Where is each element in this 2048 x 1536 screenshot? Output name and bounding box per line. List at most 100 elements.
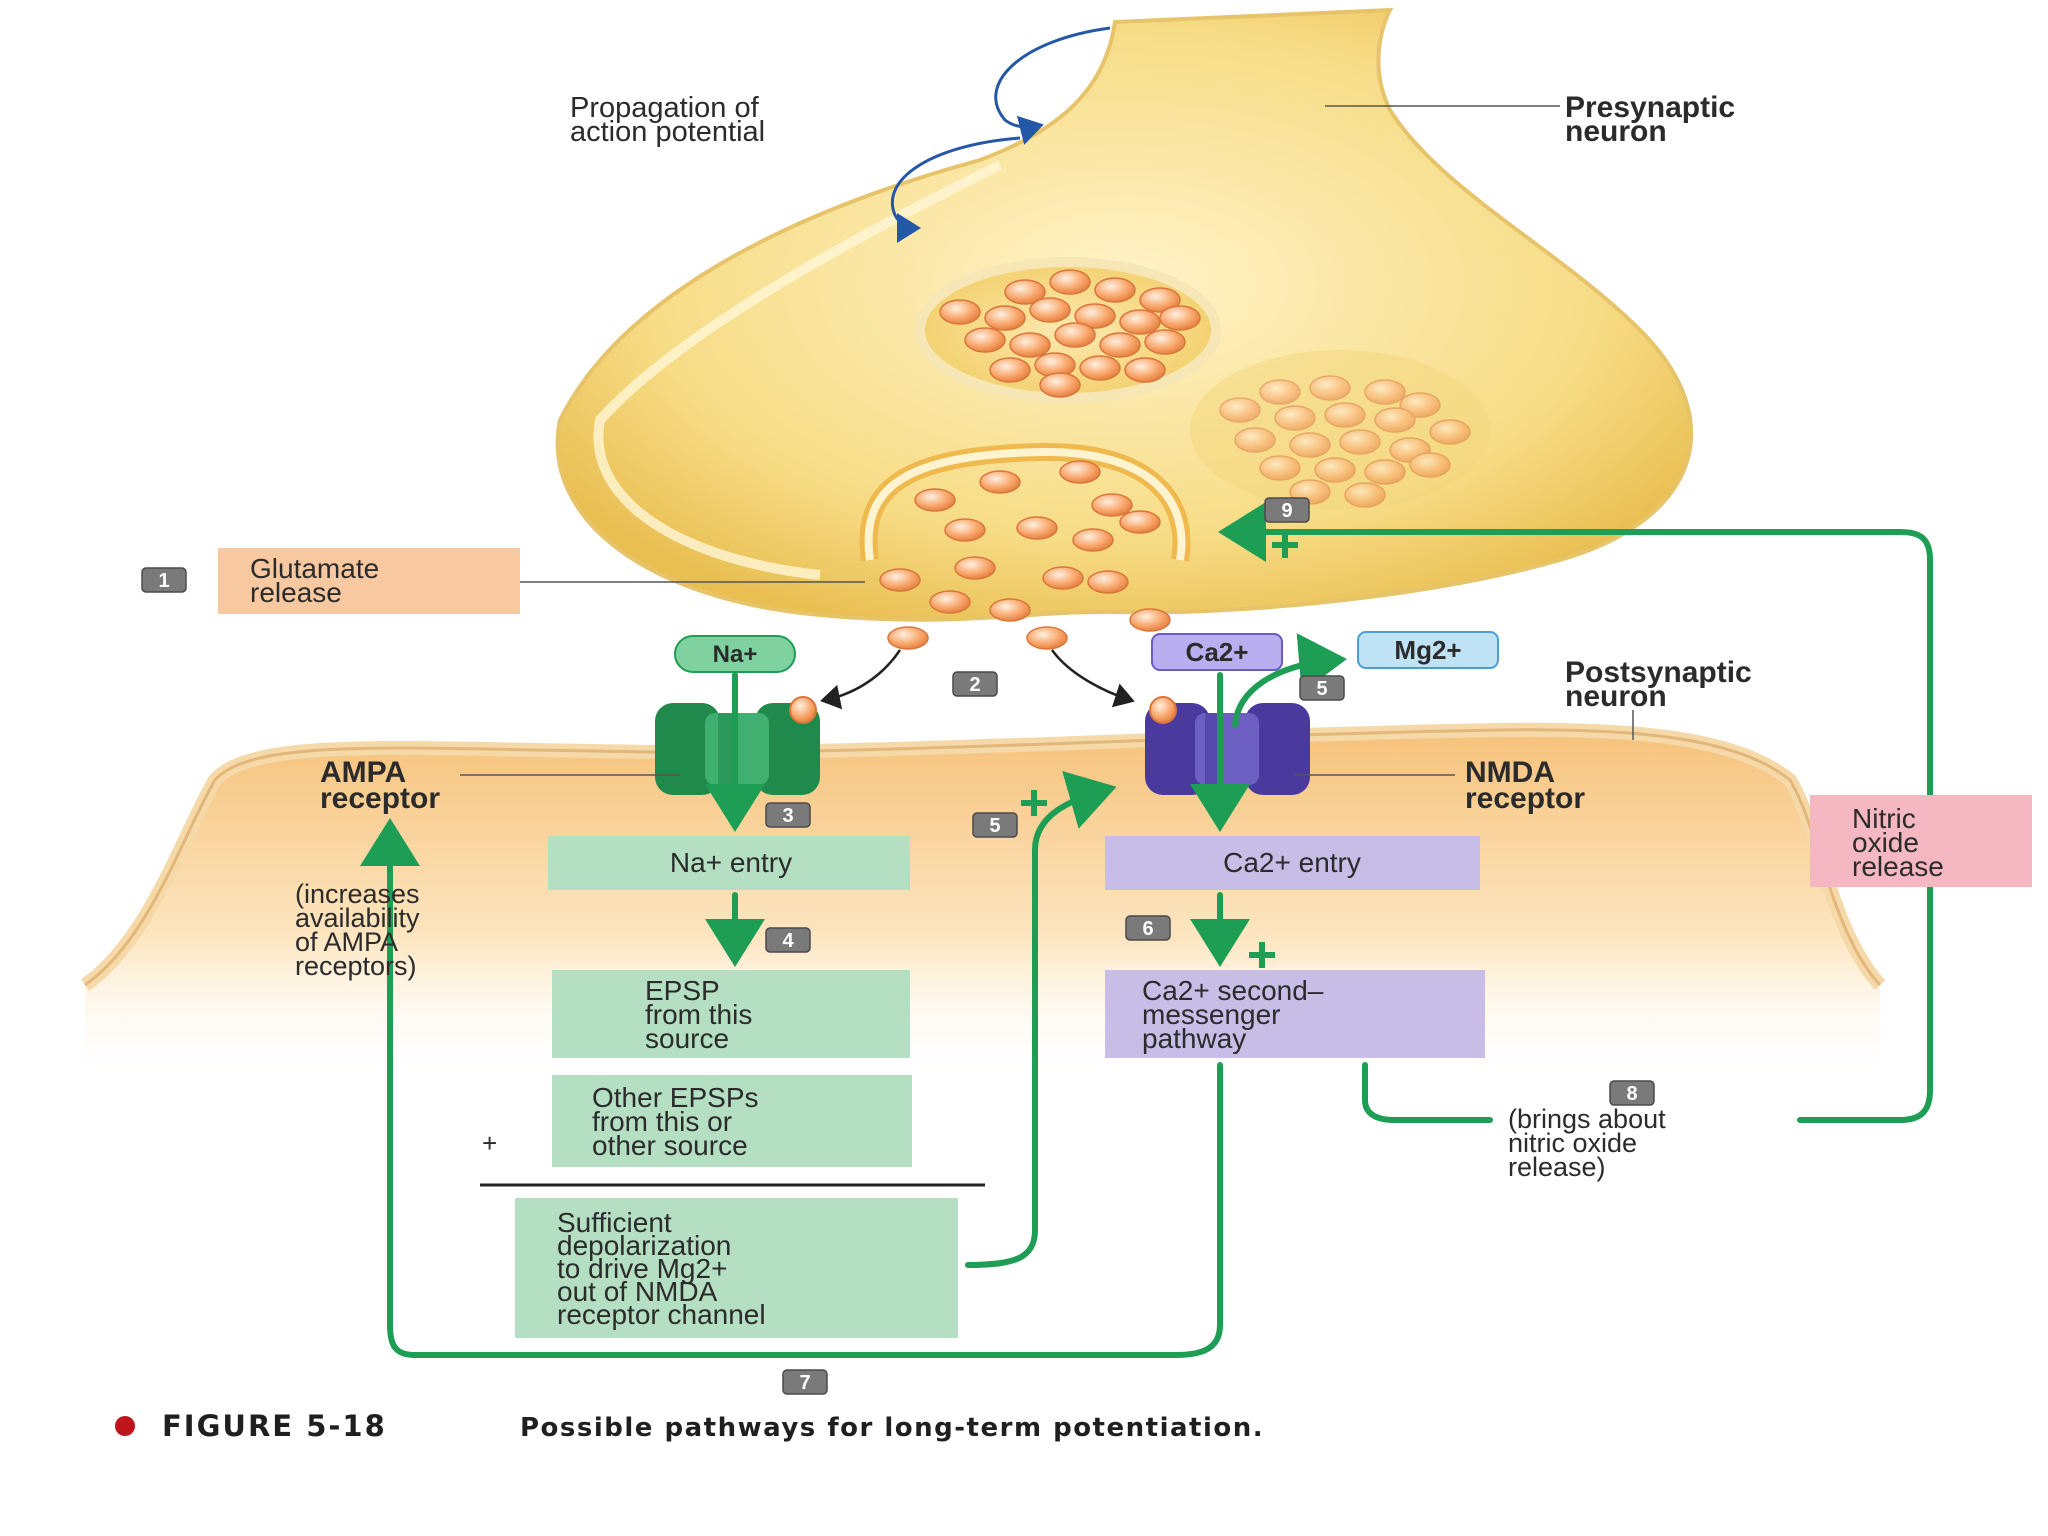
- vesicle: [1042, 566, 1084, 590]
- vesicle: [1039, 372, 1081, 398]
- na-entry-text: Na+ entry: [670, 847, 792, 878]
- vesicle: [964, 327, 1006, 353]
- other-epsps-box: [552, 1075, 912, 1167]
- svg-text:Na+: Na+: [713, 641, 758, 668]
- depolarization-box: [515, 1198, 958, 1338]
- vesicle: [1004, 279, 1046, 305]
- vesicle: [1429, 419, 1471, 445]
- vesicle: [944, 518, 986, 542]
- vesicle: [1074, 303, 1116, 329]
- glutamate-release-box: [218, 548, 520, 614]
- ampa-receptor: [655, 703, 820, 795]
- nitric-oxide-box: [1810, 795, 2032, 887]
- vesicle: [939, 299, 981, 325]
- ca-second-messenger-box: [1105, 970, 1485, 1058]
- vesicle: [1234, 427, 1276, 453]
- glutamate-bound-ampa: [789, 696, 817, 724]
- step-badge-label: 5: [1316, 678, 1327, 700]
- vesicle: [879, 568, 921, 592]
- glutamate-to-ampa-arrow: [820, 649, 902, 710]
- vesicle: [1091, 493, 1133, 517]
- vesicle: [1409, 452, 1451, 478]
- vesicle: [1364, 459, 1406, 485]
- step-badge-label: 8: [1626, 1083, 1637, 1105]
- vesicle: [1259, 379, 1301, 405]
- step-badge-label: 1: [158, 570, 169, 592]
- caption-bullet: [115, 1416, 135, 1436]
- step-badge-9: 9: [1264, 497, 1310, 523]
- vesicle: [1009, 332, 1051, 358]
- vesicle: [1364, 379, 1406, 405]
- nmda-receptor: [1145, 703, 1310, 795]
- ampa-availability-arrow: [360, 818, 1223, 1358]
- plus-marker-6: [1249, 942, 1275, 968]
- vesicle: [1159, 305, 1201, 331]
- vesicle: [1054, 322, 1096, 348]
- vesicle: [1374, 407, 1416, 433]
- vesicle: [954, 556, 996, 580]
- vesicle: [1399, 392, 1441, 418]
- sum-plus-sign: +: [482, 1128, 497, 1158]
- step-badge-8: 8: [1609, 1080, 1655, 1106]
- mg-exit-arrow: [1232, 633, 1347, 728]
- vesicle: [887, 626, 929, 650]
- vesicle: [1144, 329, 1186, 355]
- ca-entry-text: Ca2+ entry: [1223, 847, 1361, 878]
- figure-caption: Possible pathways for long-term potentia…: [520, 1413, 1264, 1443]
- vesicle: [1344, 482, 1386, 508]
- step-badge-6: 6: [1125, 915, 1171, 941]
- vesicle: [1324, 402, 1366, 428]
- vesicle: [1119, 510, 1161, 534]
- propagation-arrow-lower: [890, 136, 1021, 243]
- plus-marker-5: [1021, 790, 1047, 816]
- vesicle-cluster: [915, 257, 1221, 403]
- vesicle: [1339, 429, 1381, 455]
- svg-text:Ca2+: Ca2+: [1186, 637, 1249, 667]
- vesicle: [1026, 626, 1068, 650]
- vesicle: [1079, 355, 1121, 381]
- vesicle: [1309, 375, 1351, 401]
- step-badge-1: 1: [141, 567, 187, 593]
- vesicle: [1314, 457, 1356, 483]
- vesicle: [929, 590, 971, 614]
- na-ion: Na+: [674, 635, 796, 673]
- glutamate-bound-nmda: [1149, 696, 1177, 724]
- vesicle: [1049, 269, 1091, 295]
- na-entry-box: [548, 836, 910, 890]
- vesicle: [979, 470, 1021, 494]
- step-badge-label: 4: [782, 930, 794, 952]
- depolarization-arrow: [965, 771, 1117, 1268]
- vesicle: [1087, 570, 1129, 594]
- step-badge-label: 6: [1142, 918, 1153, 940]
- step-badge-3: 3: [765, 802, 811, 828]
- vesicle: [1274, 405, 1316, 431]
- vesicle: [989, 598, 1031, 622]
- vesicle: [1129, 608, 1171, 632]
- vesicle: [1124, 357, 1166, 383]
- vesicle-cluster-faded: [1190, 350, 1490, 510]
- epsp-box: [552, 970, 910, 1058]
- step-badge-label: 9: [1281, 500, 1292, 522]
- step-badge-label: 3: [782, 805, 793, 827]
- vesicle: [1072, 528, 1114, 552]
- vesicle: [1259, 455, 1301, 481]
- plus-marker-9: [1272, 532, 1298, 558]
- vesicle: [984, 305, 1026, 331]
- vesicle: [1094, 277, 1136, 303]
- step-badge-label: 5: [989, 815, 1000, 837]
- glutamate-vesicles: [879, 460, 1171, 650]
- step-badge-5: 5: [1299, 675, 1345, 701]
